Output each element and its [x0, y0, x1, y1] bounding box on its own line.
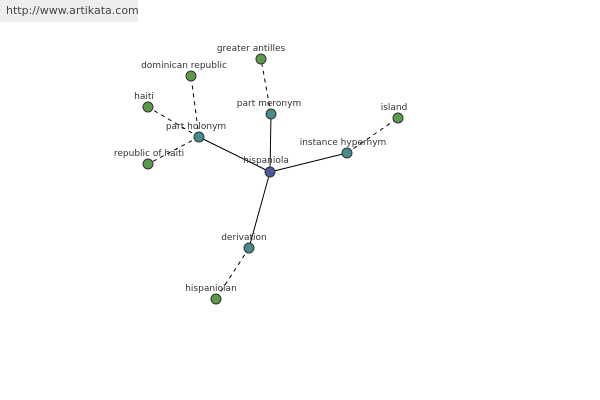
edges-layer — [147, 58, 399, 300]
edge-derivation-hispaniolan — [215, 247, 250, 300]
label-derivation[interactable]: derivation — [221, 233, 267, 243]
edge-hispaniola-part-holonym — [198, 136, 271, 173]
node-greater-antilles[interactable] — [255, 53, 267, 65]
edge-part-holonym-republic-of-haiti — [147, 136, 200, 165]
node-part-meronym[interactable] — [265, 108, 277, 120]
node-dominican-republic[interactable] — [185, 70, 197, 82]
node-republic-of-haiti[interactable] — [142, 158, 154, 170]
edge-hispaniola-part-meronym — [269, 113, 272, 173]
labels-layer: hispaniola part holonym part meronym instan… — [114, 44, 407, 294]
node-hispaniola[interactable] — [264, 166, 276, 178]
label-island[interactable]: island — [381, 103, 408, 113]
node-island[interactable] — [392, 112, 404, 124]
label-instance-hypernym[interactable]: instance hypernym — [300, 138, 387, 148]
label-hispaniola[interactable]: hispaniola — [243, 156, 289, 166]
nodes-layer — [142, 53, 404, 305]
label-republic-of-haiti[interactable]: republic of haiti — [114, 149, 184, 159]
label-dominican-republic[interactable]: dominican republic — [141, 61, 227, 71]
label-part-meronym[interactable]: part meronym — [237, 99, 301, 109]
node-derivation[interactable] — [243, 242, 255, 254]
edge-hispaniola-derivation — [248, 171, 271, 249]
label-part-holonym[interactable]: part holonym — [166, 122, 226, 132]
source-url-banner[interactable]: http://www.artikata.com — [0, 0, 139, 22]
node-part-holonym[interactable] — [193, 131, 205, 143]
label-hispaniolan[interactable]: hispaniolan — [185, 284, 237, 294]
node-hispaniolan[interactable] — [210, 293, 222, 305]
edge-part-holonym-haiti — [147, 106, 200, 138]
edge-hispaniola-instance-hypernym — [269, 152, 348, 173]
label-haiti[interactable]: haiti — [134, 92, 154, 102]
node-instance-hypernym[interactable] — [341, 147, 353, 159]
edge-instance-hypernym-island — [346, 117, 399, 154]
label-greater-antilles[interactable]: greater antilles — [217, 44, 286, 54]
edge-part-meronym-greater-antilles — [260, 58, 272, 115]
edge-part-holonym-dominican-republic — [190, 75, 200, 138]
node-haiti[interactable] — [142, 101, 154, 113]
